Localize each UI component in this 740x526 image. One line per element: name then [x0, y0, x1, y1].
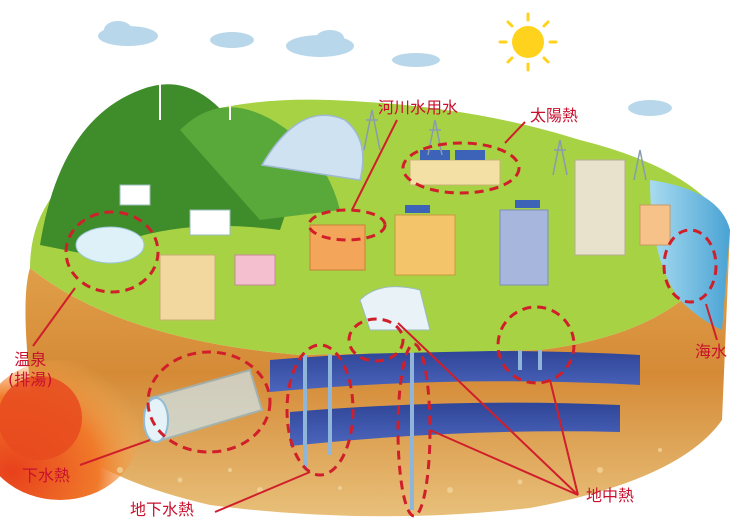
label-hot-spring: 温泉 (排湯)	[8, 350, 53, 390]
wind-turbine-icon	[149, 69, 241, 120]
label-groundwater-heat: 地下水熱	[130, 500, 195, 519]
cloud-icon	[98, 21, 672, 116]
hot-spring-pool	[75, 226, 145, 264]
label-hot-spring-line1: 温泉	[14, 350, 47, 369]
aquifer-upper	[270, 351, 640, 392]
dome-building	[260, 114, 364, 181]
label-hot-spring-line2: (排湯)	[8, 370, 53, 389]
label-seawater: 海水	[695, 342, 728, 361]
label-geothermal-heat: 地中熱	[586, 486, 635, 505]
leader-lines	[32, 119, 718, 513]
label-solar-heat: 太陽熱	[530, 106, 579, 125]
greenhouse	[359, 286, 431, 331]
building-icon	[119, 159, 671, 321]
solar-panels	[405, 150, 540, 213]
sun-icon	[498, 12, 558, 72]
label-sewage-heat: 下水熱	[22, 466, 71, 485]
gravel-layer	[117, 448, 662, 493]
power-tower-icon	[363, 109, 647, 181]
aquifer-lower	[290, 402, 620, 446]
label-river-water: 河川水用水	[378, 98, 459, 117]
heat-source-icon	[0, 376, 82, 460]
